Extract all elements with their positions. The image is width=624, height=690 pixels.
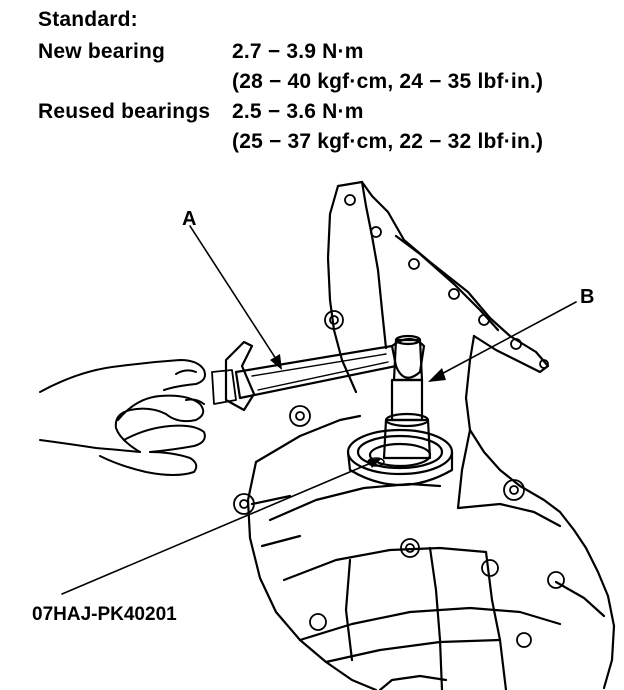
leader-tool (61, 459, 379, 595)
arrowhead-b (428, 368, 446, 382)
reused-bearings-torque-alt: (25 − 37 kgf·cm, 22 − 32 lbf·in.) (232, 130, 544, 153)
case-flange-bolt-holes (233, 194, 565, 648)
callout-a-label: A (182, 208, 197, 230)
transmission-case (246, 180, 616, 690)
leader-a (189, 225, 279, 363)
arrowhead-a (270, 354, 282, 370)
technician-hand (39, 359, 206, 476)
leader-b (433, 301, 577, 379)
torque-wrench (211, 337, 426, 412)
new-bearing-label: New bearing (38, 40, 166, 63)
new-bearing-torque-alt: (28 − 40 kgf·cm, 24 − 35 lbf·in.) (232, 70, 544, 93)
arrowhead-tool (368, 458, 382, 468)
callout-leader-lines (61, 225, 577, 595)
reused-bearings-label: Reused bearings (38, 100, 211, 123)
callout-b-label: B (580, 286, 595, 308)
new-bearing-torque-nm: 2.7 − 3.9 N·m (232, 40, 364, 63)
spec-heading: Standard: (38, 8, 138, 31)
tool-part-number-label: 07HAJ-PK40201 (32, 604, 177, 625)
reused-bearings-torque-nm: 2.5 − 3.6 N·m (232, 100, 364, 123)
